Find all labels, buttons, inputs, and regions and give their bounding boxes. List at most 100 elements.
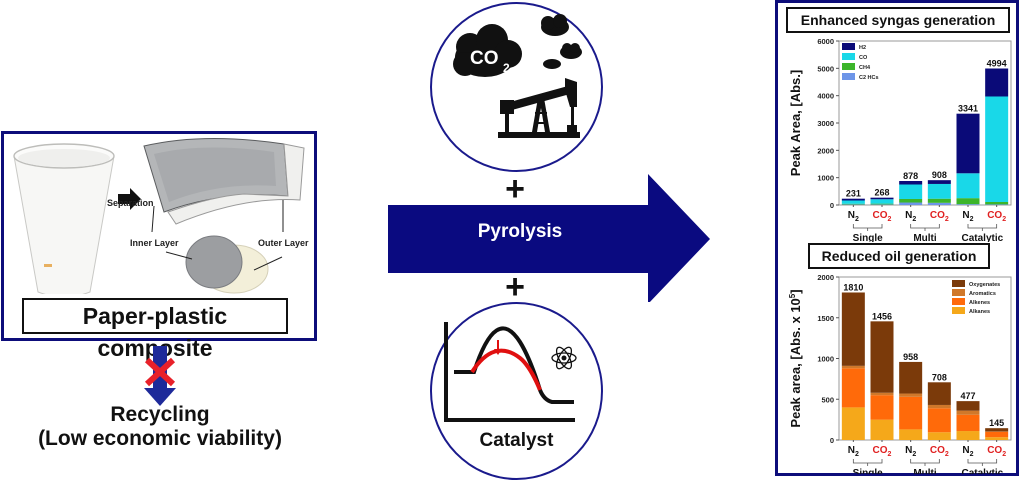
group-label: Multi bbox=[913, 233, 937, 242]
separation-arrow-icon bbox=[118, 188, 141, 210]
plus-sign-top: + bbox=[505, 170, 525, 208]
y-tick-label: 1000 bbox=[817, 355, 834, 364]
x-tick-label: CO2 bbox=[987, 210, 1006, 223]
bar-segment-alkenes bbox=[899, 396, 923, 430]
separation-label: Separation bbox=[107, 198, 154, 208]
x-tick-label: CO2 bbox=[930, 210, 949, 223]
pyrolysis-label: Pyrolysis bbox=[477, 221, 563, 242]
energy-diagram bbox=[444, 322, 577, 422]
legend-label: Alkenes bbox=[969, 300, 990, 306]
group-bracket bbox=[967, 224, 998, 229]
bar-segment-oxygenates bbox=[927, 382, 951, 405]
red-cross-icon bbox=[144, 357, 176, 387]
bar-segment-co bbox=[870, 199, 894, 204]
x-tick-label: CO2 bbox=[873, 445, 892, 458]
bar-total-label: 231 bbox=[846, 189, 861, 199]
composite-label: Paper-plastic composite bbox=[22, 298, 288, 361]
y-tick-label: 0 bbox=[830, 436, 834, 445]
bar-segment-h2 bbox=[956, 113, 980, 174]
legend-label: CO bbox=[859, 55, 868, 61]
composite-illustration bbox=[13, 138, 305, 294]
legend-label: Oxygenates bbox=[969, 282, 1000, 288]
bar-segment-h2 bbox=[899, 181, 923, 185]
separated-discs-image bbox=[185, 235, 269, 294]
plus-sign-bottom: + bbox=[505, 268, 525, 306]
group-bracket bbox=[910, 224, 940, 229]
bar-segment-ch4 bbox=[985, 201, 1009, 205]
results-panel bbox=[775, 0, 1019, 476]
atom-icon bbox=[551, 346, 577, 370]
bar-segment-h2 bbox=[841, 198, 865, 201]
legend-swatch bbox=[842, 53, 855, 60]
bar-segment-alkanes bbox=[985, 437, 1009, 440]
y-tick-label: 3000 bbox=[817, 119, 834, 128]
bar-segment-c2-hcs bbox=[927, 202, 951, 205]
legend-label: C2 HCs bbox=[859, 75, 879, 81]
bar-segment-aromatics bbox=[870, 392, 894, 396]
bar-segment-ch4 bbox=[870, 203, 894, 205]
inner-layer-label: Inner Layer bbox=[130, 238, 179, 248]
y-tick-label: 500 bbox=[821, 395, 834, 404]
bar-segment-co bbox=[927, 183, 951, 199]
bar-segment-c2-hcs bbox=[870, 204, 894, 205]
bar-segment-oxygenates bbox=[985, 428, 1009, 432]
bar-segment-h2 bbox=[985, 68, 1009, 97]
x-tick-label: CO2 bbox=[930, 445, 949, 458]
smoke-clouds-icon bbox=[541, 14, 582, 69]
bar-total-label: 145 bbox=[989, 418, 1004, 428]
y-axis-label: Peak area, [Abs. x 105] bbox=[788, 289, 803, 427]
legend-label: H2 bbox=[859, 45, 866, 51]
bar-total-label: 268 bbox=[874, 188, 889, 198]
x-tick-label: N2 bbox=[962, 445, 973, 458]
x-tick-label: N2 bbox=[905, 210, 916, 223]
bar-segment-co bbox=[899, 184, 923, 199]
legend-swatch bbox=[842, 73, 855, 80]
y-axis-label: Peak Area, [Abs.] bbox=[788, 70, 803, 176]
legend-swatch bbox=[952, 298, 965, 305]
bar-segment-alkanes bbox=[870, 419, 894, 440]
group-bracket bbox=[967, 459, 998, 464]
legend-label: Alkanes bbox=[969, 309, 990, 315]
bar-total-label: 1810 bbox=[843, 282, 863, 292]
bar-total-label: 908 bbox=[932, 170, 947, 180]
bar-total-label: 878 bbox=[903, 171, 918, 181]
x-tick-label: N2 bbox=[905, 445, 916, 458]
x-tick-label: N2 bbox=[848, 210, 859, 223]
bar-segment-oxygenates bbox=[899, 361, 923, 394]
bar-segment-alkenes bbox=[985, 431, 1009, 438]
bar-segment-h2 bbox=[927, 180, 951, 184]
group-label: Catalytic bbox=[961, 468, 1003, 474]
bar-segment-ch4 bbox=[927, 198, 951, 203]
legend-swatch bbox=[842, 43, 855, 50]
bar-segment-alkenes bbox=[841, 368, 865, 408]
x-tick-label: N2 bbox=[962, 210, 973, 223]
bar-segment-h2 bbox=[870, 197, 894, 200]
bar-total-label: 3341 bbox=[958, 104, 978, 114]
syngas-chart-title: Enhanced syngas generation bbox=[786, 7, 1010, 33]
group-label: Catalytic bbox=[961, 233, 1003, 242]
group-label: Multi bbox=[913, 468, 937, 474]
bar-segment-oxygenates bbox=[841, 292, 865, 366]
bar-segment-ch4 bbox=[899, 198, 923, 203]
bar-segment-c2-hcs bbox=[985, 204, 1009, 205]
group-bracket bbox=[852, 224, 883, 229]
bar-total-label: 958 bbox=[903, 352, 918, 362]
pyrolysis-arrow bbox=[388, 174, 710, 302]
bar-segment-alkenes bbox=[956, 414, 980, 432]
legend-swatch bbox=[952, 289, 965, 296]
y-tick-label: 2000 bbox=[817, 273, 834, 282]
legend-swatch bbox=[952, 280, 965, 287]
legend-label: Aromatics bbox=[969, 291, 996, 297]
bar-segment-alkanes bbox=[841, 407, 865, 440]
y-tick-label: 2000 bbox=[817, 146, 834, 155]
bar-segment-ch4 bbox=[956, 198, 980, 205]
co2-cloud-icon bbox=[453, 24, 522, 77]
bar-segment-aromatics bbox=[956, 410, 980, 415]
bar-segment-co bbox=[956, 173, 980, 199]
group-label: Single bbox=[853, 233, 883, 242]
catalyzed-energy-curve bbox=[470, 348, 542, 391]
y-tick-label: 5000 bbox=[817, 64, 834, 73]
